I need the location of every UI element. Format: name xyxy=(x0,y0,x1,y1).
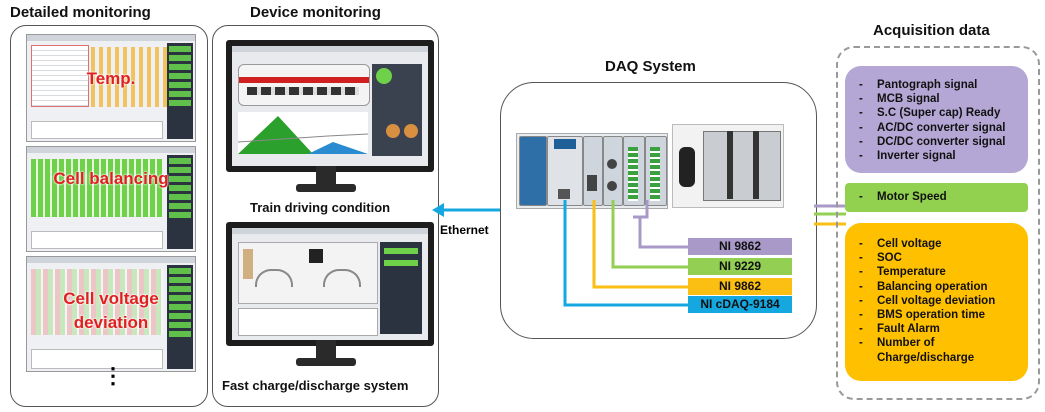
temperature-screen-thumbnail: Temp. xyxy=(26,34,196,142)
signal-item: Inverter signal xyxy=(859,149,1014,163)
cell-balancing-screen-thumbnail: Cell balancing xyxy=(26,146,196,252)
module-wires xyxy=(563,200,688,307)
control-signals-box: Pantograph signal MCB signal S.C (Super … xyxy=(845,66,1028,173)
train-driving-caption: Train driving condition xyxy=(250,200,391,215)
ni-9862-top-label: NI 9862 xyxy=(688,238,792,255)
signal-item: AC/DC converter signal xyxy=(859,121,1014,135)
more-screens-ellipsis: ⋮ xyxy=(102,363,124,388)
daq-system-title: DAQ System xyxy=(605,58,696,75)
bms-item: Temperature xyxy=(859,265,1014,279)
bms-item: Balancing operation xyxy=(859,280,1014,294)
daq-photo xyxy=(672,124,784,208)
signal-item: MCB signal xyxy=(859,92,1014,106)
cell-voltage-deviation-label: Cell voltage deviation xyxy=(63,289,159,332)
ni-cdaq-9184-label: NI cDAQ-9184 xyxy=(688,296,792,313)
signal-item: S.C (Super cap) Ready xyxy=(859,106,1014,120)
cell-voltage-deviation-screen-thumbnail: Cell voltage deviation xyxy=(26,256,196,372)
ni-9229-label: NI 9229 xyxy=(688,258,792,275)
detailed-monitoring-title: Detailed monitoring xyxy=(10,4,151,21)
temp-label: Temp. xyxy=(86,69,136,88)
cell-balancing-label: Cell balancing xyxy=(53,169,169,188)
area-chart xyxy=(237,116,369,154)
bms-item: BMS operation time xyxy=(859,308,1014,322)
ethernet-arrow xyxy=(432,203,504,217)
acquisition-data-title: Acquisition data xyxy=(873,22,990,39)
bms-item: SOC xyxy=(859,251,1014,265)
charge-monitor xyxy=(226,222,434,346)
ni-9862-bottom-label: NI 9862 xyxy=(688,278,792,295)
ethernet-label: Ethernet xyxy=(440,223,489,237)
fast-charge-caption: Fast charge/discharge system xyxy=(222,378,409,393)
bms-item: Cell voltage xyxy=(859,237,1014,251)
motor-speed-box: Motor Speed xyxy=(845,183,1028,212)
motor-speed-item: Motor Speed xyxy=(859,190,1014,204)
bms-item: Number of Charge/discharge xyxy=(859,336,1014,364)
train-image xyxy=(238,64,370,106)
acquisition-connectors xyxy=(814,204,846,226)
bms-item: Cell voltage deviation xyxy=(859,294,1014,308)
device-monitoring-title: Device monitoring xyxy=(250,4,381,21)
acquisition-data-panel xyxy=(836,46,1040,400)
bms-data-box: Cell voltage SOC Temperature Balancing o… xyxy=(845,223,1028,381)
signal-item: DC/DC converter signal xyxy=(859,135,1014,149)
train-monitor xyxy=(226,40,434,172)
cdaq-chassis xyxy=(516,133,668,209)
signal-item: Pantograph signal xyxy=(859,78,1014,92)
bms-item: Fault Alarm xyxy=(859,322,1014,336)
